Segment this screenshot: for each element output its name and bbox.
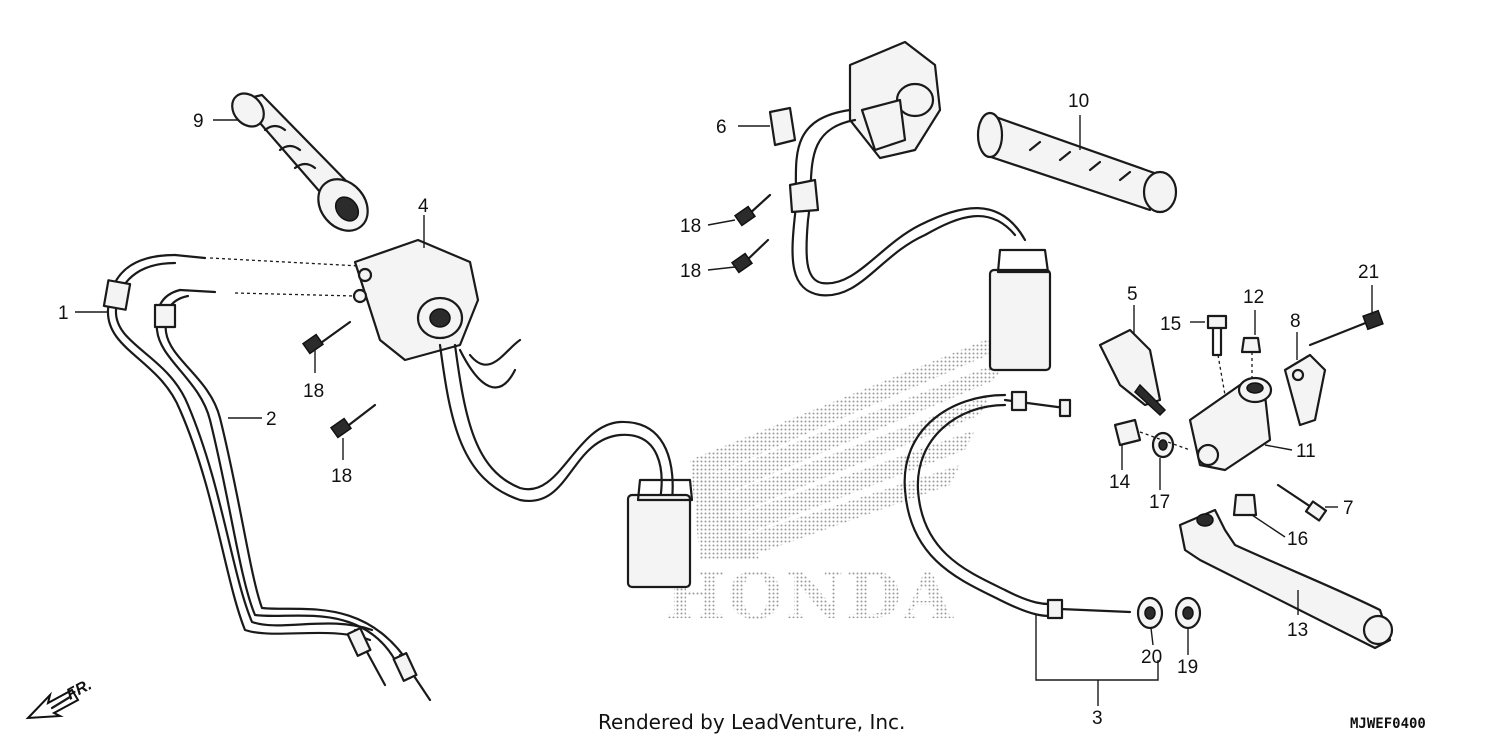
- callout-18-d: 18: [680, 261, 701, 282]
- left-handlebar-switch[interactable]: [352, 238, 480, 362]
- callout-19: 19: [1177, 657, 1198, 678]
- callout-20: 20: [1141, 647, 1162, 668]
- honda-wing-watermark: HONDA: [665, 330, 1010, 634]
- callout-12: 12: [1243, 287, 1264, 308]
- bolt-18-left-lower[interactable]: [329, 403, 377, 439]
- callout-8: 8: [1290, 311, 1301, 332]
- bolt-18-left-upper[interactable]: [301, 320, 352, 355]
- adjuster-14[interactable]: [1113, 418, 1142, 447]
- callout-9: 9: [193, 111, 204, 132]
- throttle-cables[interactable]: [102, 253, 432, 702]
- callout-21: 21: [1358, 262, 1379, 283]
- clutch-lever[interactable]: [1178, 508, 1394, 650]
- clutch-lever-bracket[interactable]: [1188, 376, 1273, 472]
- callout-3: 3: [1092, 708, 1103, 729]
- clutch-cable[interactable]: [903, 390, 1132, 620]
- footer: Rendered by LeadVenture, Inc. MJWEF0400: [0, 708, 1500, 748]
- callout-10: 10: [1068, 91, 1089, 112]
- callout-13: 13: [1287, 620, 1308, 641]
- right-switch-harness: [788, 108, 1052, 372]
- callout-18-b: 18: [331, 466, 352, 487]
- callout-14: 14: [1109, 472, 1131, 493]
- lever-cover[interactable]: [1098, 328, 1167, 417]
- nut-12[interactable]: [1240, 336, 1262, 354]
- honda-watermark-text: HONDA: [665, 559, 955, 634]
- callout-2: 2: [266, 409, 277, 430]
- left-switch-harness: [438, 338, 694, 589]
- nut-20[interactable]: [1136, 596, 1164, 630]
- bolt-15[interactable]: [1206, 314, 1228, 357]
- pivot-bolt-7[interactable]: [1276, 483, 1328, 522]
- callout-5: 5: [1127, 284, 1138, 305]
- callout-7: 7: [1343, 498, 1354, 519]
- right-handlebar-switch[interactable]: [768, 40, 942, 160]
- nut-17[interactable]: [1151, 431, 1175, 459]
- bracket-clamp[interactable]: [1283, 353, 1327, 427]
- callout-numbers: 9 1 2 4 18 18 6 18 18 10 5 15 12 8 21 11…: [58, 91, 1379, 729]
- callout-18-c: 18: [680, 216, 701, 237]
- nut-19[interactable]: [1174, 596, 1202, 630]
- bolt-18-right-lower[interactable]: [730, 238, 770, 274]
- bolt-18-right-upper[interactable]: [733, 193, 772, 227]
- bolt-21[interactable]: [1308, 309, 1384, 347]
- callout-18-a: 18: [303, 381, 324, 402]
- callout-17: 17: [1149, 492, 1170, 513]
- render-credit: Rendered by LeadVenture, Inc.: [598, 710, 906, 734]
- callout-1: 1: [58, 303, 69, 324]
- callout-6: 6: [716, 117, 727, 138]
- assembly-dashed-lines: [209, 257, 1253, 451]
- callout-16: 16: [1287, 529, 1308, 550]
- nut-16[interactable]: [1232, 493, 1258, 517]
- callout-4: 4: [418, 196, 429, 217]
- right-grip[interactable]: [976, 111, 1178, 214]
- callout-leaders: [75, 115, 1373, 706]
- left-grip[interactable]: [226, 87, 378, 240]
- callout-15: 15: [1160, 314, 1181, 335]
- callout-11: 11: [1296, 441, 1316, 462]
- diagram-code: MJWEF0400: [1350, 716, 1426, 732]
